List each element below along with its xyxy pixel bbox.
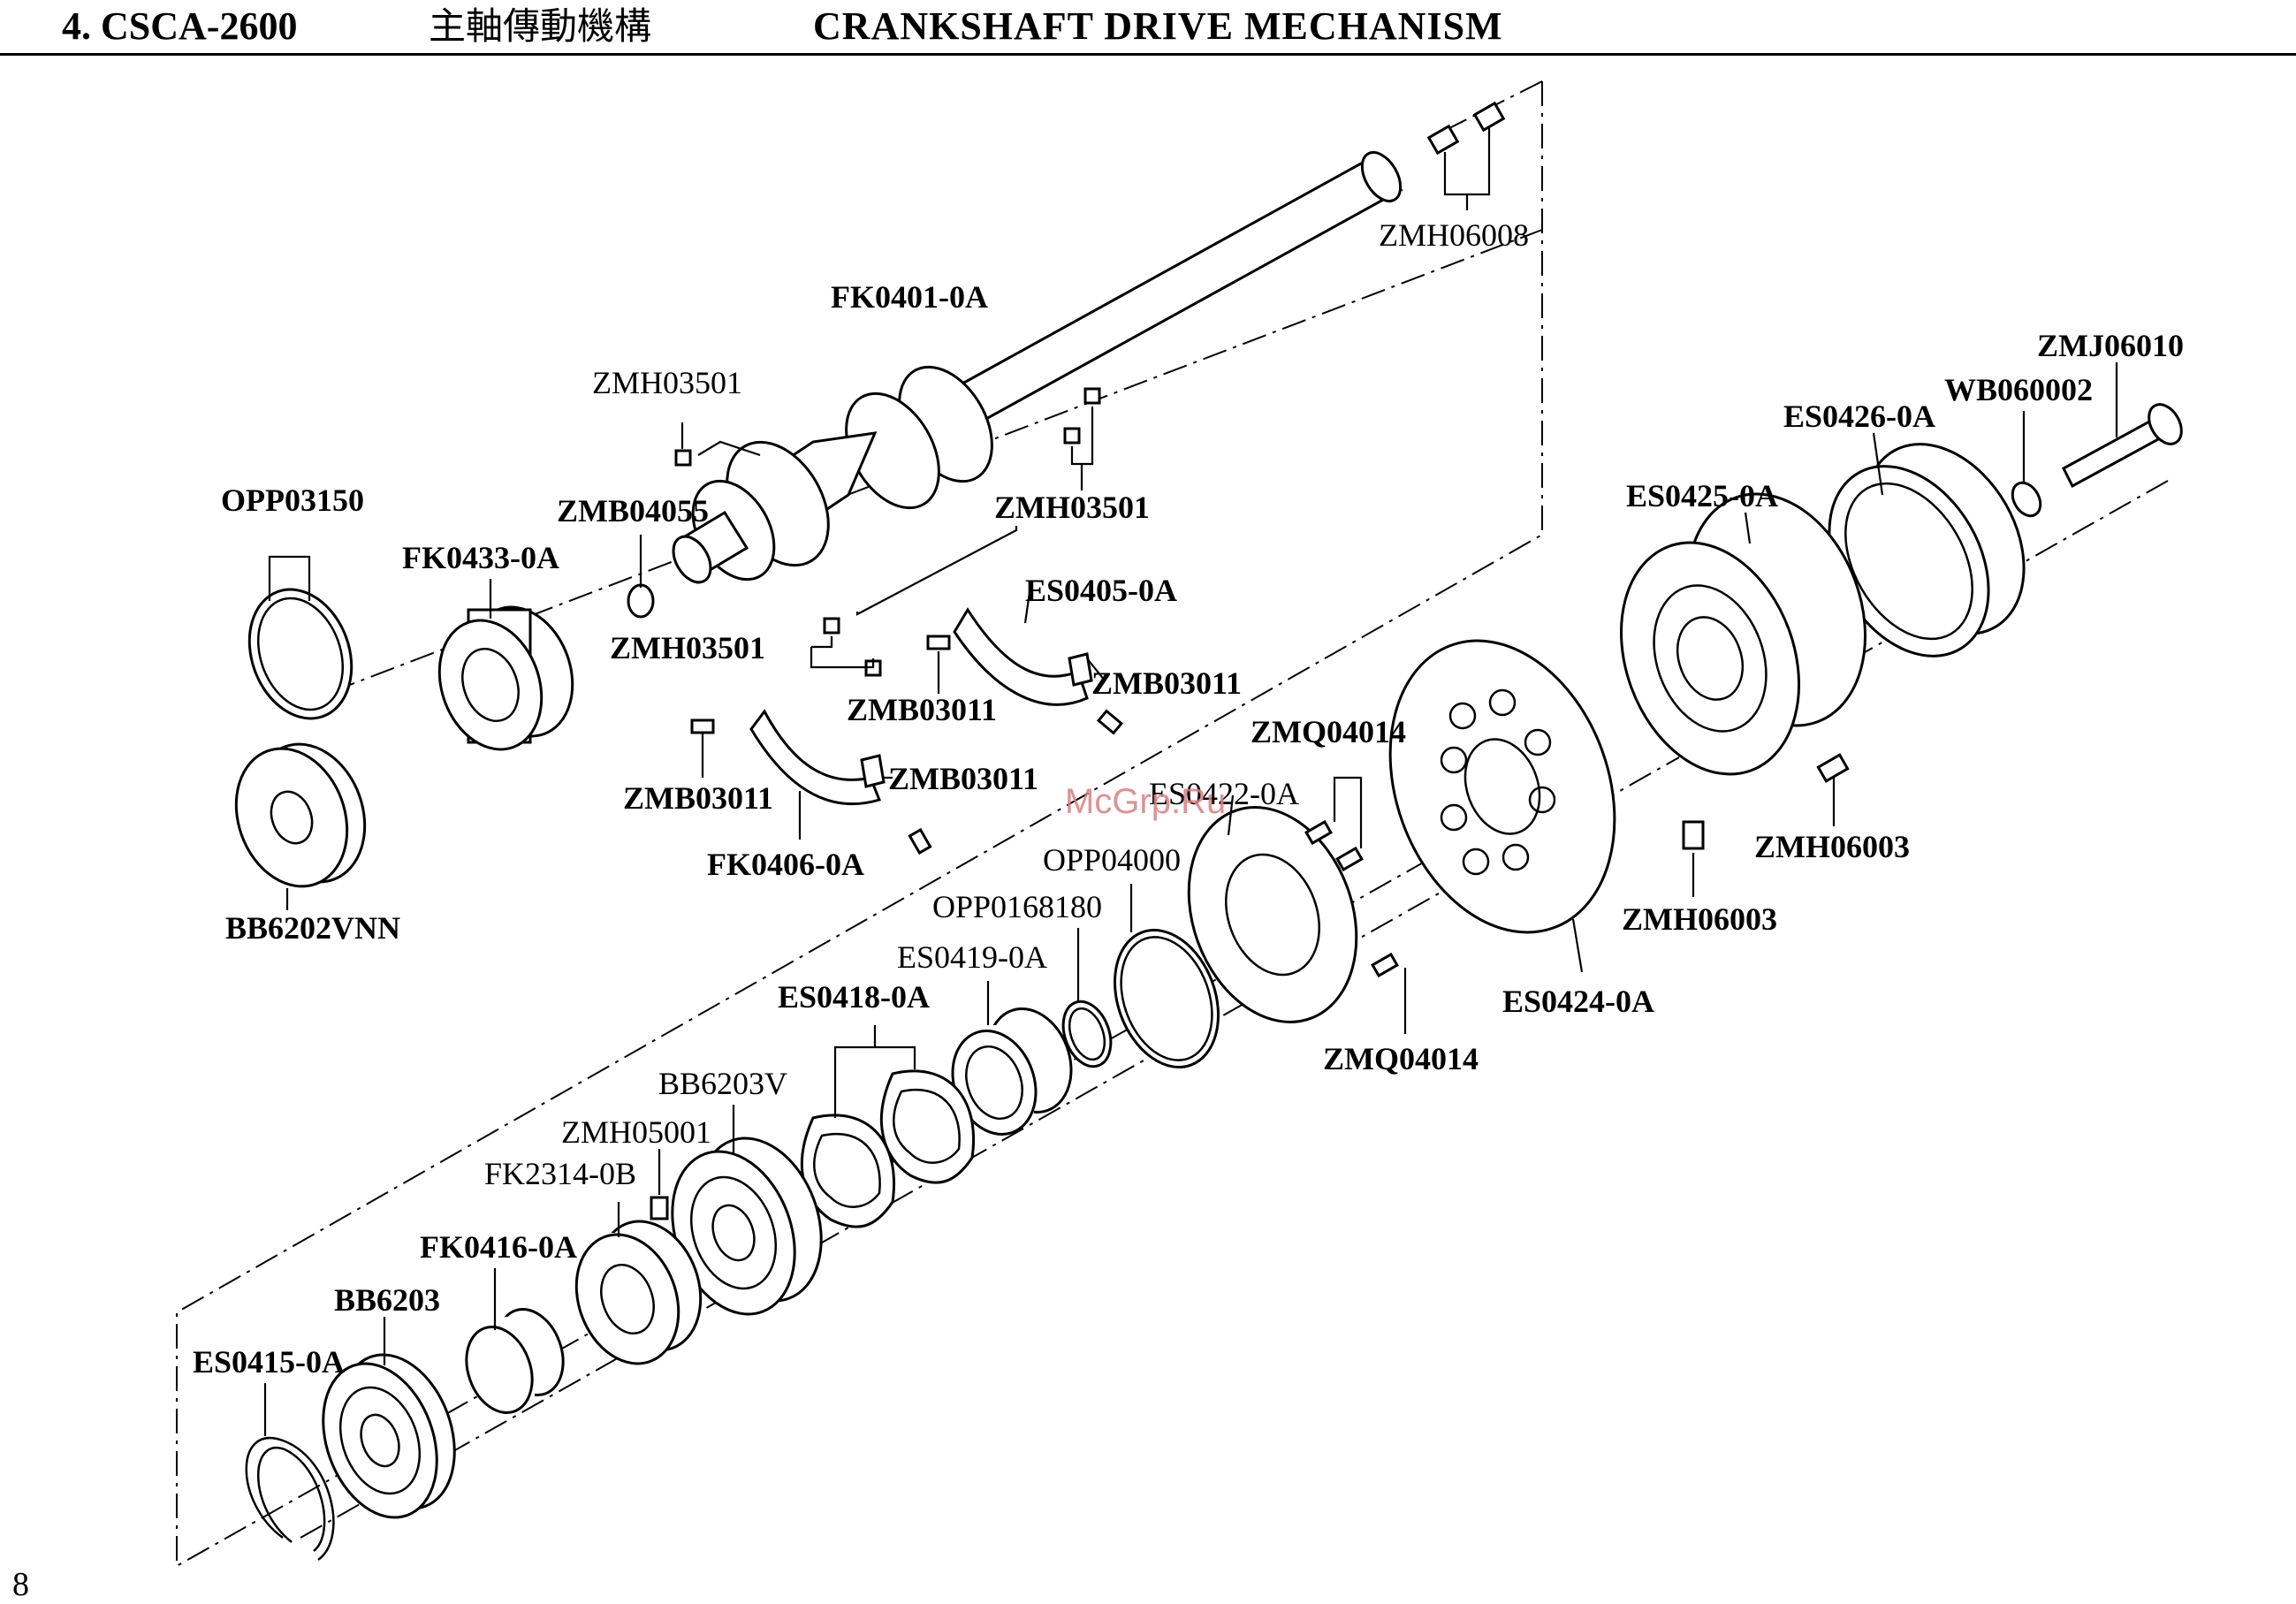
label-zmh03501-c: ZMH03501 xyxy=(610,630,765,665)
bearing-half-es0405 xyxy=(926,591,1124,735)
collar-fk0433 xyxy=(437,579,574,751)
sleeve-es0426 xyxy=(1828,432,2026,658)
label-opp03150: OPP03150 xyxy=(221,483,364,518)
page-number: 8 xyxy=(12,1566,29,1603)
label-zmj06010: ZMJ06010 xyxy=(2037,328,2184,363)
label-zmh06003-b: ZMH06003 xyxy=(1622,901,1777,937)
label-opp04000: OPP04000 xyxy=(1043,842,1181,878)
spacer-fk0416 xyxy=(465,1268,565,1414)
section-number: 4. CSCA-2600 xyxy=(62,4,298,48)
bearing-bb6203 xyxy=(322,1317,456,1519)
o-ring-opp0168180 xyxy=(1061,928,1113,1068)
set-screws-zmh06008 xyxy=(1426,101,1506,210)
label-wb060002: WB060002 xyxy=(1944,372,2093,407)
label-bb6203v: BB6203V xyxy=(658,1066,787,1101)
label-fk0416: FK0416-0A xyxy=(420,1229,577,1265)
label-es0426: ES0426-0A xyxy=(1783,399,1935,434)
watermark: McGrp.Ru xyxy=(1065,782,1226,821)
label-es0415: ES0415-0A xyxy=(193,1344,345,1380)
label-es0405: ES0405-0A xyxy=(1025,573,1177,608)
label-es0419: ES0419-0A xyxy=(897,939,1047,975)
bearing-bb6203v xyxy=(671,1105,823,1316)
label-bb6202vnn: BB6202VNN xyxy=(225,910,400,946)
threaded-sleeve-es0419 xyxy=(951,981,1073,1136)
retaining-ring-es0415 xyxy=(245,1383,335,1562)
header-rule xyxy=(0,53,2296,56)
label-zmb04055: ZMB04055 xyxy=(557,493,709,528)
title-chinese: 主軸傳動機構 xyxy=(429,4,652,48)
label-zmq04014-b: ZMQ04014 xyxy=(1323,1041,1479,1076)
label-fk0406: FK0406-0A xyxy=(707,847,864,882)
title-english: CRANKSHAFT DRIVE MECHANISM xyxy=(813,4,1503,48)
page-header: 4. CSCA-2600 主軸傳動機構 CRANKSHAFT DRIVE MEC… xyxy=(0,0,2296,56)
label-zmh03501-a: ZMH03501 xyxy=(592,365,742,400)
label-zmb03011-a: ZMB03011 xyxy=(1091,665,1242,701)
label-es0425: ES0425-0A xyxy=(1626,478,1778,513)
label-fk0433: FK0433-0A xyxy=(402,540,559,575)
label-es0422: ES0422-0A xyxy=(1149,776,1299,811)
label-fk0401: FK0401-0A xyxy=(831,279,988,315)
label-zmb03011-b: ZMB03011 xyxy=(847,692,997,727)
bearing-bb6202vnn xyxy=(234,742,367,910)
label-zmh06003-a: ZMH06003 xyxy=(1754,829,1910,864)
label-zmq04014-a: ZMQ04014 xyxy=(1251,714,1406,749)
label-zmh05001: ZMH05001 xyxy=(561,1114,711,1150)
label-zmh06008: ZMH06008 xyxy=(1379,217,1529,253)
cap-screw-zmj06010 xyxy=(2011,362,2183,518)
dial-housing-es0425 xyxy=(1619,492,1867,897)
flange-es0422 xyxy=(1187,776,1407,1034)
gaskets-es0418 xyxy=(800,1025,975,1228)
label-zmh03501-b: ZMH03501 xyxy=(994,490,1150,525)
label-es0424: ES0424-0A xyxy=(1502,984,1654,1019)
crankshaft xyxy=(672,151,1403,584)
part-labels: ZMH06008 FK0401-0A ZMH03501 ZMH03501 ZMB… xyxy=(193,217,2184,1380)
pulley-fk2314 xyxy=(574,1149,703,1365)
fan-es0424 xyxy=(1388,639,1616,973)
small-screws xyxy=(627,387,1101,677)
label-bb6203: BB6203 xyxy=(334,1282,440,1318)
label-es0418: ES0418-0A xyxy=(778,979,930,1015)
label-opp0168180: OPP0168180 xyxy=(932,889,1102,924)
label-zmb03011-c: ZMB03011 xyxy=(888,761,1038,796)
label-fk2314: FK2314-0B xyxy=(484,1156,636,1191)
o-ring-opp03150 xyxy=(247,555,354,720)
o-ring-opp04000 xyxy=(1114,884,1220,1068)
label-zmb03011-d: ZMB03011 xyxy=(623,780,773,816)
bearing-half-fk0406 xyxy=(690,709,932,855)
